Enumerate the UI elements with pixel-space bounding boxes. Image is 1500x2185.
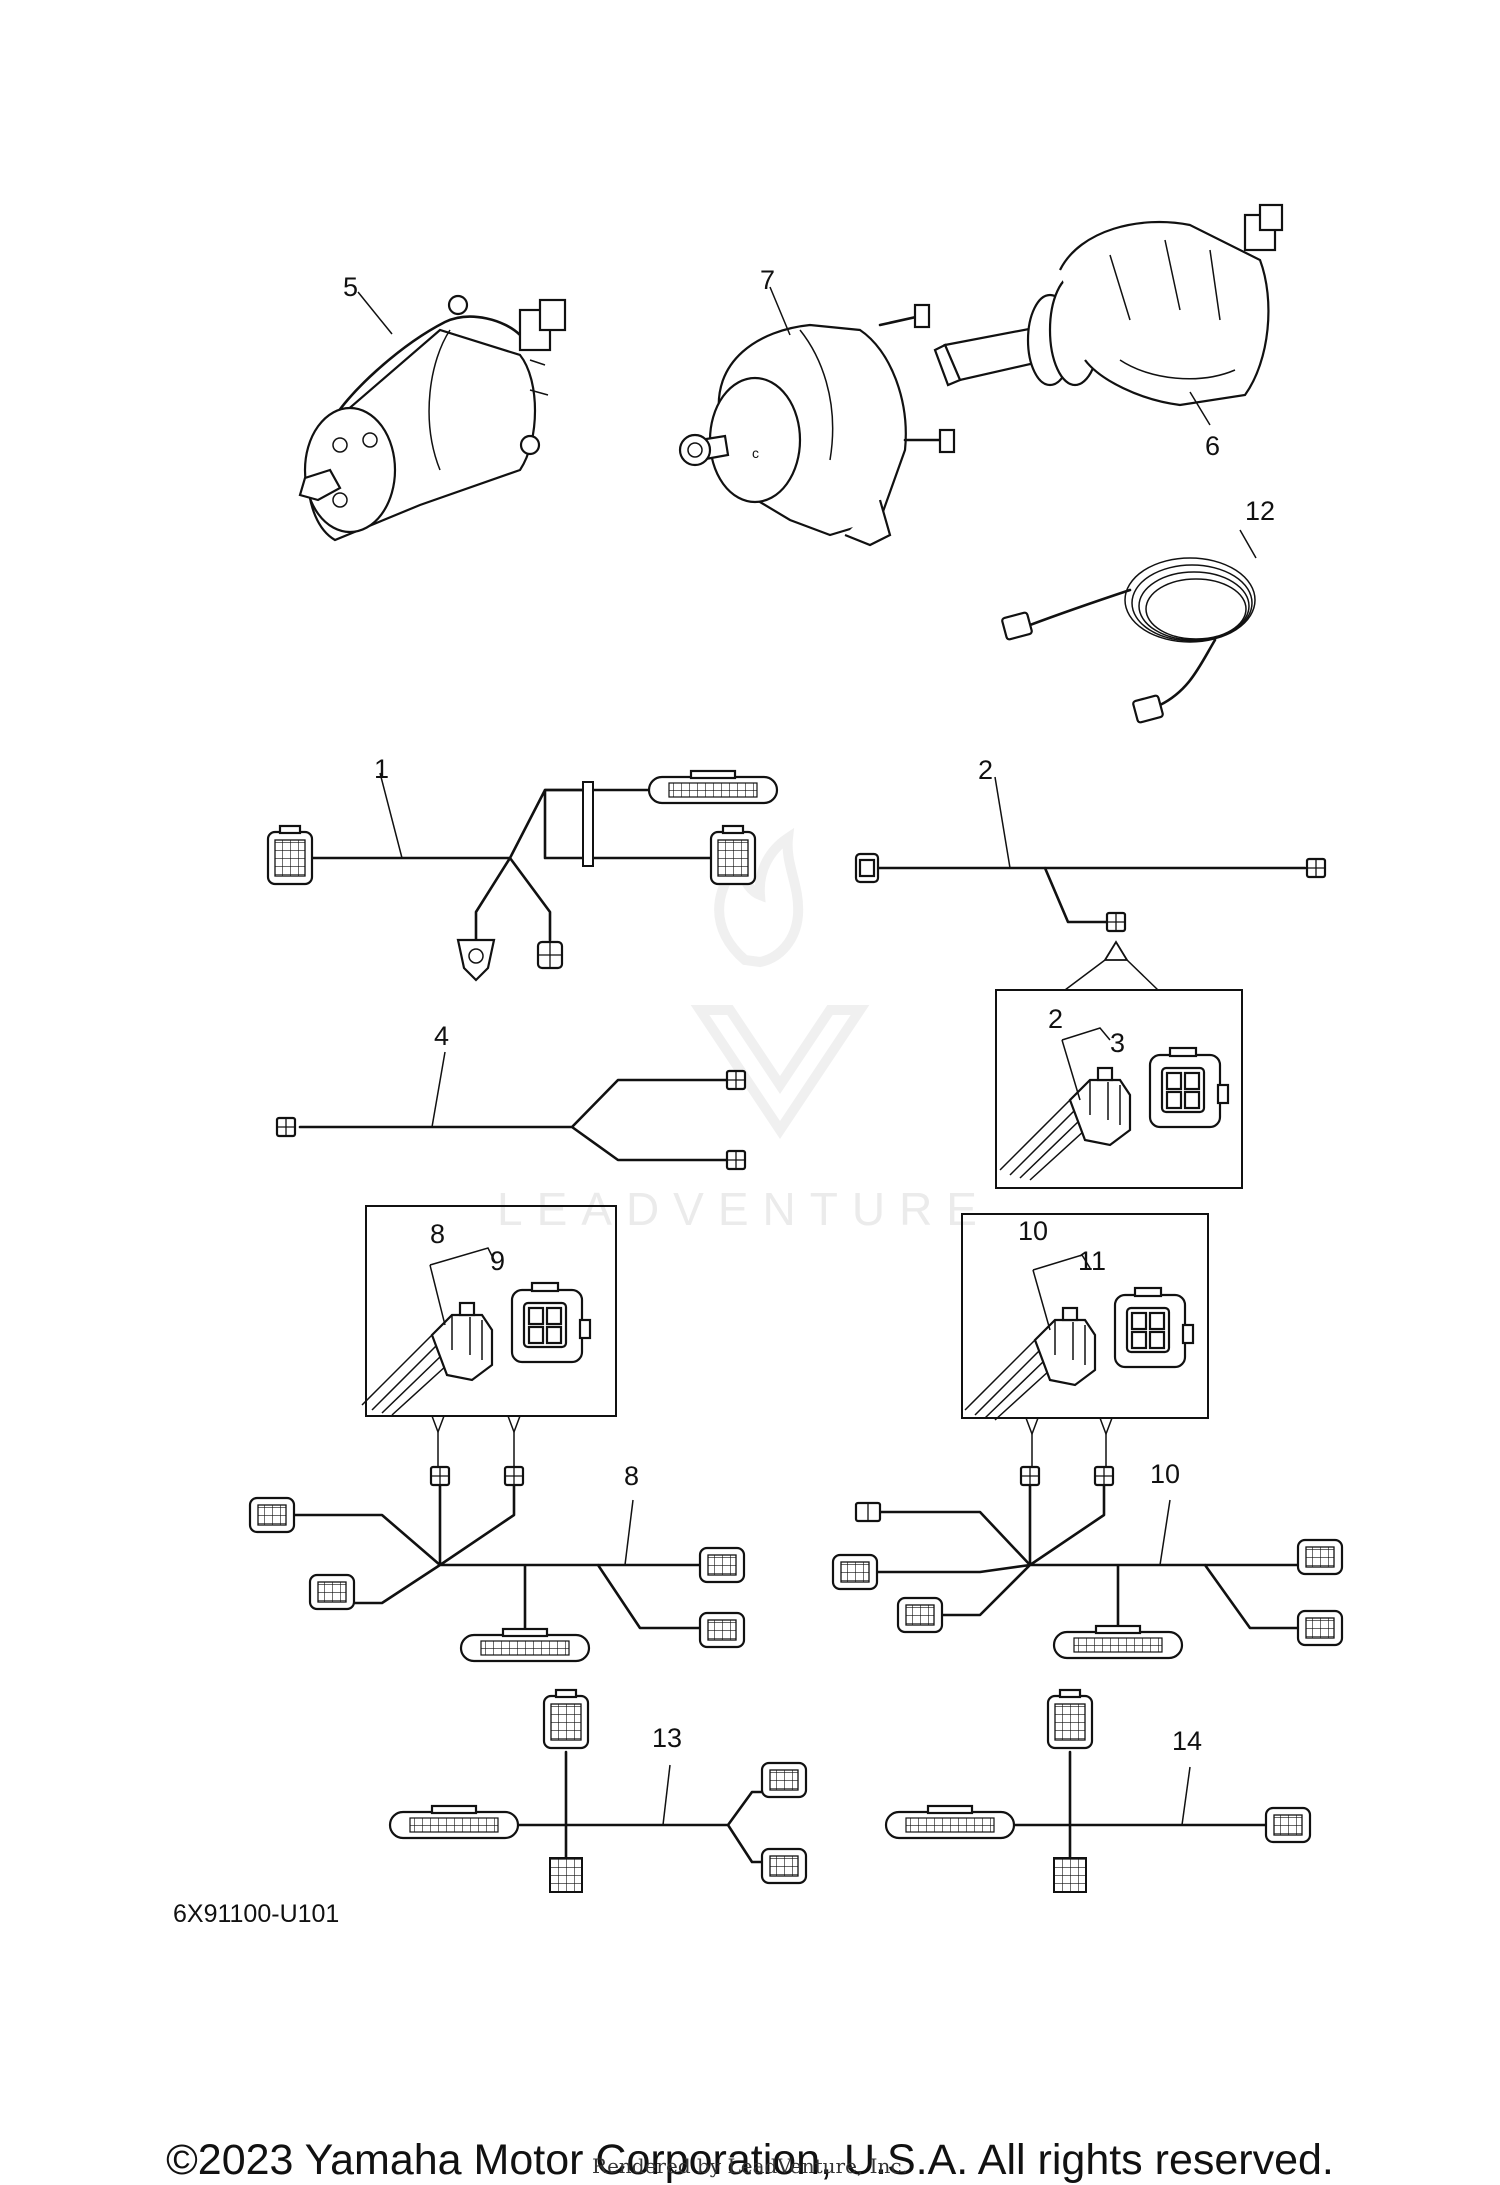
part-12-coiled-cable [1001, 557, 1256, 724]
part-7-helm-body: c [678, 303, 956, 547]
callout-10-detail: 10 [1018, 1216, 1048, 1246]
callout-12: 12 [1245, 496, 1275, 526]
callout-6: 6 [1205, 431, 1220, 461]
callout-7: 7 [760, 265, 775, 295]
part-13-wire-harness [388, 1688, 808, 1893]
part-5-steering-motor [298, 294, 567, 542]
detail-box-parts-10-11 [961, 1213, 1209, 1470]
callout-5: 5 [343, 272, 358, 302]
diagram-code: 6X91100-U101 [173, 1900, 339, 1928]
rendered-by-notice: Rendered by LeadVenture, Inc. [592, 2154, 908, 2178]
part-1-wire-harness [266, 769, 779, 982]
callout-9: 9 [490, 1246, 505, 1276]
svg-text:c: c [752, 445, 759, 461]
callout-8: 8 [624, 1461, 639, 1491]
callout-10: 10 [1150, 1459, 1180, 1489]
flame-logo-icon [690, 827, 870, 1140]
callout-1: 1 [374, 754, 389, 784]
callout-2-detail: 2 [1048, 1004, 1063, 1034]
part-10-wire-harness [831, 1465, 1344, 1660]
callout-14: 14 [1172, 1726, 1202, 1756]
detail-box-parts-8-9 [360, 1205, 617, 1470]
detail-box-parts-2-3 [995, 989, 1243, 1189]
watermark-text: LEADVENTURE [497, 1183, 991, 1235]
part-8-wire-harness [248, 1465, 746, 1663]
callout-13: 13 [652, 1723, 682, 1753]
callout-4: 4 [434, 1021, 449, 1051]
leadventure-watermark: LEADVENTURE [497, 827, 991, 1235]
callout-2: 2 [978, 755, 993, 785]
callout-3: 3 [1110, 1028, 1125, 1058]
callout-11: 11 [1078, 1246, 1106, 1276]
part-4-wire-harness [275, 1069, 747, 1171]
part-14-wire-harness [884, 1688, 1312, 1893]
part-6-shaft-mount [933, 203, 1284, 407]
callout-8-detail: 8 [430, 1219, 445, 1249]
part-2-wire-harness [854, 852, 1327, 933]
